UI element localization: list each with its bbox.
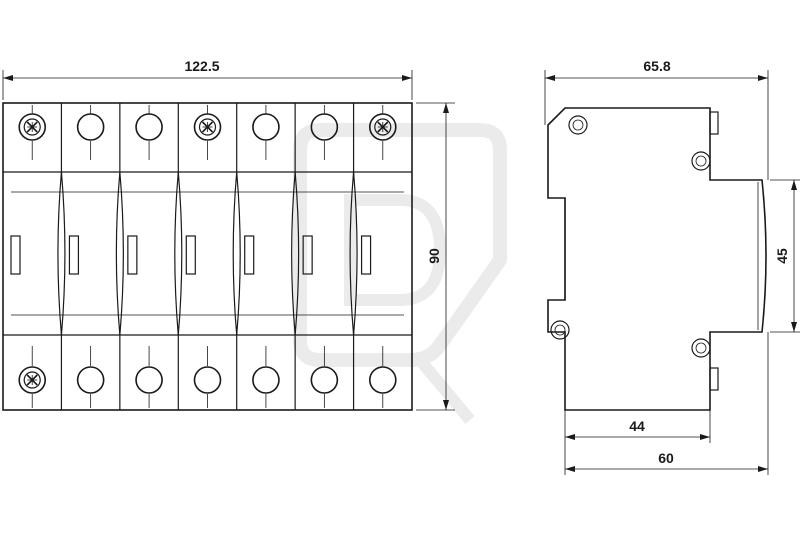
dimension-depth-44: 44 — [564, 410, 711, 475]
module-7 — [349, 103, 384, 410]
side-hole-bottom-left — [550, 320, 570, 340]
dim-front-width-label: 122.5 — [184, 58, 219, 74]
terminal-bottom-3 — [135, 366, 163, 394]
dim-depth-44-label: 44 — [629, 418, 645, 434]
terminal-top-6 — [310, 113, 339, 141]
watermark-logo — [293, 123, 507, 424]
front-outline — [2, 102, 413, 411]
side-latch-top — [709, 111, 719, 135]
terminal-top-3 — [135, 113, 163, 141]
module-group — [2, 102, 413, 411]
terminal-top-2 — [76, 113, 105, 141]
indicator-window-2 — [68, 235, 80, 275]
terminal-top-7 — [368, 113, 397, 141]
terminal-bottom-6 — [310, 366, 339, 394]
side-body-outline — [547, 107, 767, 411]
dimension-side-width: 65.8 — [544, 58, 769, 180]
dimension-front-width: 122.5 — [2, 58, 413, 100]
indicator-window-1 — [10, 235, 21, 275]
module-5 — [232, 103, 267, 410]
dim-front-height-label: 90 — [426, 248, 442, 264]
dim-side-width-label: 65.8 — [643, 58, 670, 74]
module-4 — [174, 103, 208, 410]
terminal-top-1 — [18, 113, 47, 141]
indicator-window-5 — [244, 235, 255, 275]
side-latch-bottom — [709, 367, 719, 391]
indicator-window-4 — [185, 235, 196, 275]
indicator-window-6 — [302, 235, 313, 275]
terminal-bottom-5 — [252, 366, 280, 394]
terminal-top-5 — [252, 113, 280, 141]
dim-rail-height-label: 45 — [774, 248, 790, 264]
terminal-bottom-2 — [76, 366, 105, 394]
dimension-rail-height: 45 — [770, 179, 800, 333]
module-2 — [57, 103, 92, 410]
indicator-window-7 — [360, 235, 372, 275]
side-view: 65.8 45 — [544, 58, 800, 475]
indicator-window-3 — [127, 235, 138, 275]
dim-depth-60-label: 60 — [658, 450, 674, 466]
terminal-top-4 — [193, 113, 222, 141]
terminal-bottom-7 — [368, 366, 397, 394]
module-1 — [10, 105, 33, 408]
side-hole-top-left — [568, 115, 588, 135]
side-hole-top-right — [691, 151, 711, 171]
side-hole-bottom-right — [691, 338, 711, 358]
dimension-depth-60: 60 — [565, 332, 769, 475]
module-3 — [115, 103, 150, 410]
dimension-front-height: 90 — [416, 102, 455, 411]
terminal-bottom-4 — [193, 366, 222, 394]
front-view: 122.5 90 — [2, 58, 455, 411]
terminal-bottom-1 — [18, 366, 47, 394]
module-6 — [291, 103, 325, 410]
